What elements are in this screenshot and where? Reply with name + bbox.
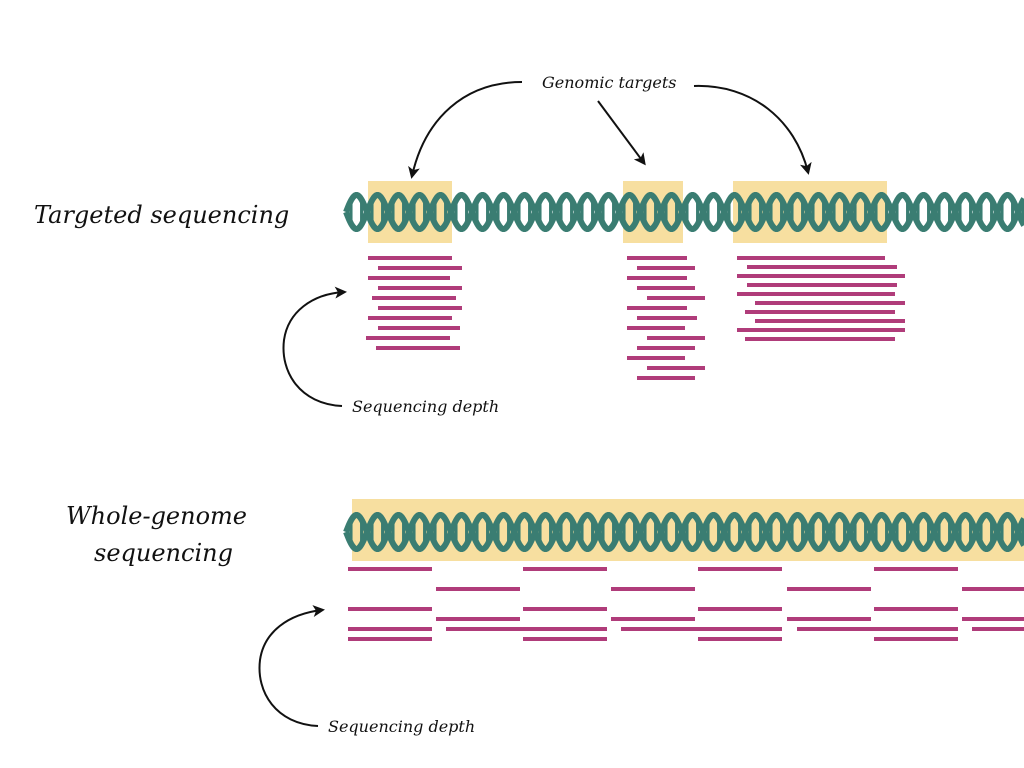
read-stack-target-1: [366, 256, 462, 350]
curved-arrow-icon: [408, 81, 523, 179]
genomic-targets-label: Genomic targets: [542, 73, 677, 92]
dna-double-helix-icon: [343, 192, 1024, 232]
helix-backbone: [343, 512, 1024, 552]
straight-arrow-icon: [597, 100, 646, 166]
whole-genome-title-line1: Whole-genome: [66, 502, 247, 530]
sequencing-depth-label-wgs: Sequencing depth: [328, 717, 475, 736]
targeted-sequencing-title: Targeted sequencing: [34, 201, 289, 229]
whole-genome-title-line2: sequencing: [94, 539, 233, 567]
targeted-section: Targeted sequencing Genomic targets Sequ…: [34, 73, 1024, 416]
target-highlights: [368, 181, 887, 243]
read-tiling-whole-genome: [348, 567, 1024, 641]
read-stack-target-3: [737, 256, 905, 341]
depth-curved-arrow-icon: [258, 605, 325, 727]
target-region-2: [623, 181, 683, 243]
dna-double-helix-icon: [343, 512, 1024, 552]
depth-curved-arrow-icon: [282, 286, 347, 407]
read-stack-target-2: [627, 256, 705, 380]
helix-backbone: [343, 192, 1024, 232]
helix-backbone: [343, 192, 1024, 232]
sequencing-depth-label-targeted: Sequencing depth: [352, 397, 499, 416]
curved-arrow-icon: [693, 84, 812, 175]
helix-backbone: [343, 512, 1024, 552]
whole-genome-section: Whole-genome sequencing Sequencing depth: [66, 499, 1024, 736]
